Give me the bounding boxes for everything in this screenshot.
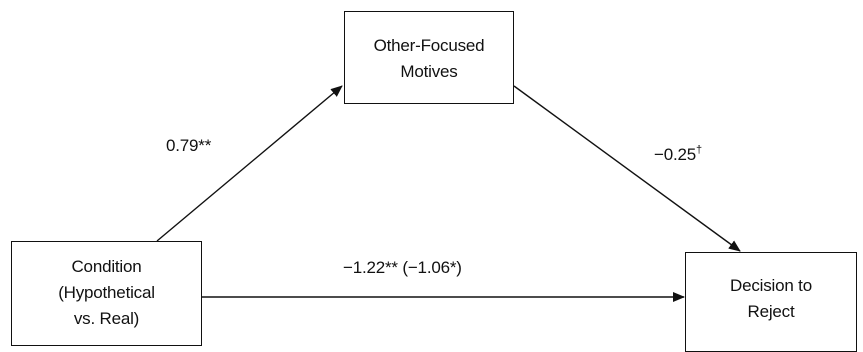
mediator-box-other-focused-motives: Other-Focused Motives	[344, 11, 514, 104]
mediator-label-line-1: Other-Focused	[373, 35, 485, 55]
coefficient-a-value: 0.79**	[166, 136, 212, 155]
outcome-box-decision-to-reject: Decision to Reject	[685, 252, 857, 352]
coefficient-c-value: −1.22** (−1.06*)	[343, 258, 462, 277]
coefficient-path-a: 0.79**	[166, 136, 211, 156]
predictor-label-line-3: vs. Real)	[73, 309, 140, 328]
outcome-label-line-2: Reject	[747, 302, 795, 321]
dagger-mark: †	[696, 144, 702, 156]
predictor-box-condition: Condition (Hypothetical vs. Real)	[11, 241, 202, 346]
predictor-label-line-1: Condition	[71, 257, 142, 276]
path-arrows	[156, 85, 741, 302]
arrow-predictor-to-mediator	[156, 85, 343, 242]
outcome-label-line-1: Decision to	[730, 276, 812, 295]
arrow-mediator-to-outcome	[513, 85, 741, 252]
predictor-label-line-2: (Hypothetical	[58, 283, 155, 302]
mediation-diagram: Other-Focused Motives Condition (Hypothe…	[11, 11, 857, 352]
coefficient-b-value: −0.25	[654, 145, 697, 164]
mediator-label-line-2: Motives	[400, 61, 458, 81]
coefficient-path-c: −1.22** (−1.06*)	[343, 258, 462, 278]
coefficient-path-b: −0.25†	[654, 144, 702, 165]
